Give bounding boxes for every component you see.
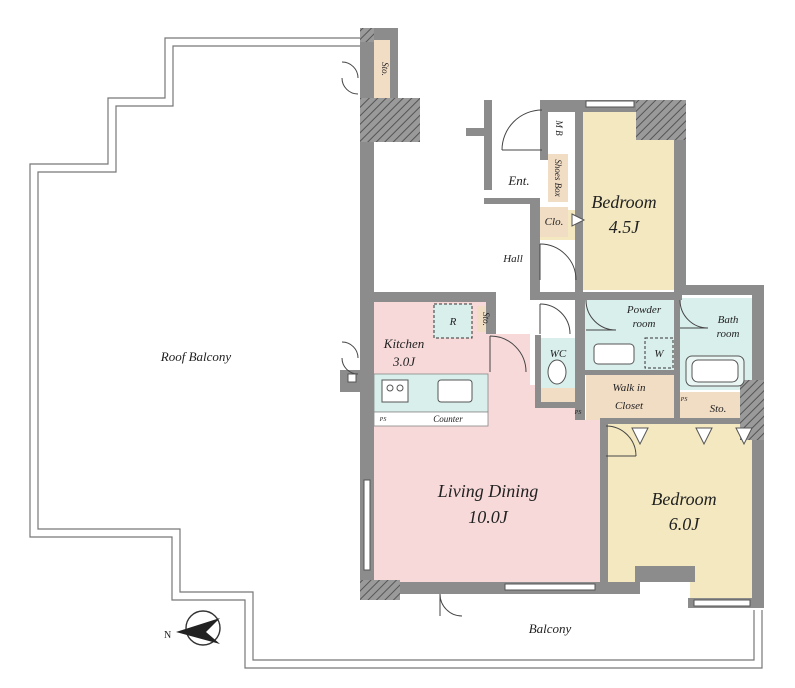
balcony-label: Balcony bbox=[529, 621, 572, 636]
storage-bath-floor bbox=[678, 392, 752, 418]
shoes-box-floor bbox=[548, 154, 568, 202]
mb-label: M B bbox=[554, 119, 564, 136]
compass-north-label: N bbox=[164, 630, 171, 641]
ps-label-2: PS bbox=[574, 410, 582, 416]
storage-roof-label: Sto. bbox=[380, 62, 390, 76]
compass-ring bbox=[185, 610, 221, 646]
fixtures bbox=[347, 213, 753, 446]
washer-label: W bbox=[654, 348, 664, 360]
wc-label: WC bbox=[550, 348, 567, 360]
powder-room-label-1: Powder bbox=[626, 304, 662, 316]
walk-in-closet-floor bbox=[586, 374, 674, 420]
hall-label: Hall bbox=[502, 253, 523, 265]
bedroom-2-size: 6.0J bbox=[669, 514, 701, 534]
kitchen-name: Kitchen bbox=[383, 336, 424, 351]
powder-room-label-2: room bbox=[633, 318, 656, 330]
bath-room-label-1: Bath bbox=[718, 314, 739, 326]
storage-kitchen-label: Sto. bbox=[481, 312, 491, 326]
bedroom-1-size: 4.5J bbox=[609, 217, 641, 237]
washer-space bbox=[644, 337, 674, 369]
bedroom-2-name: Bedroom bbox=[651, 489, 716, 509]
walk-in-closet-label-1: Walk in bbox=[613, 382, 646, 394]
bedroom-1-name: Bedroom bbox=[591, 192, 656, 212]
living-dining-size: 10.0J bbox=[468, 507, 509, 527]
storage-label: Sto. bbox=[710, 403, 727, 415]
counter-strip bbox=[373, 411, 489, 427]
bedroom-1-floor bbox=[540, 112, 674, 290]
compass: N bbox=[164, 610, 221, 646]
wc-counter-floor bbox=[540, 388, 575, 404]
ps-label-1: PS bbox=[379, 417, 387, 423]
closet-small-floor bbox=[540, 207, 568, 237]
living-dining-name: Living Dining bbox=[437, 481, 539, 501]
roof-balcony-label: Roof Balcony bbox=[160, 349, 232, 364]
counter-label: Counter bbox=[433, 414, 463, 424]
storage-roof-floor bbox=[374, 40, 390, 98]
ps-label-3: PS bbox=[680, 397, 688, 403]
roof-balcony-outline bbox=[29, 37, 763, 669]
shoes-box-label: Shoes Box bbox=[553, 159, 563, 196]
windows bbox=[363, 100, 751, 607]
closet-small-label: Clo. bbox=[545, 216, 564, 228]
bedroom-2-floor bbox=[605, 417, 752, 600]
refrigerator-label: R bbox=[449, 316, 457, 328]
doors bbox=[341, 61, 709, 617]
compass-needle bbox=[176, 618, 220, 644]
bath-room-label-2: room bbox=[717, 328, 740, 340]
kitchen-size: 3.0J bbox=[392, 354, 416, 369]
walk-in-closet-label-2: Closet bbox=[615, 400, 644, 412]
entrance-label: Ent. bbox=[507, 173, 529, 188]
refrigerator-space bbox=[433, 303, 473, 339]
